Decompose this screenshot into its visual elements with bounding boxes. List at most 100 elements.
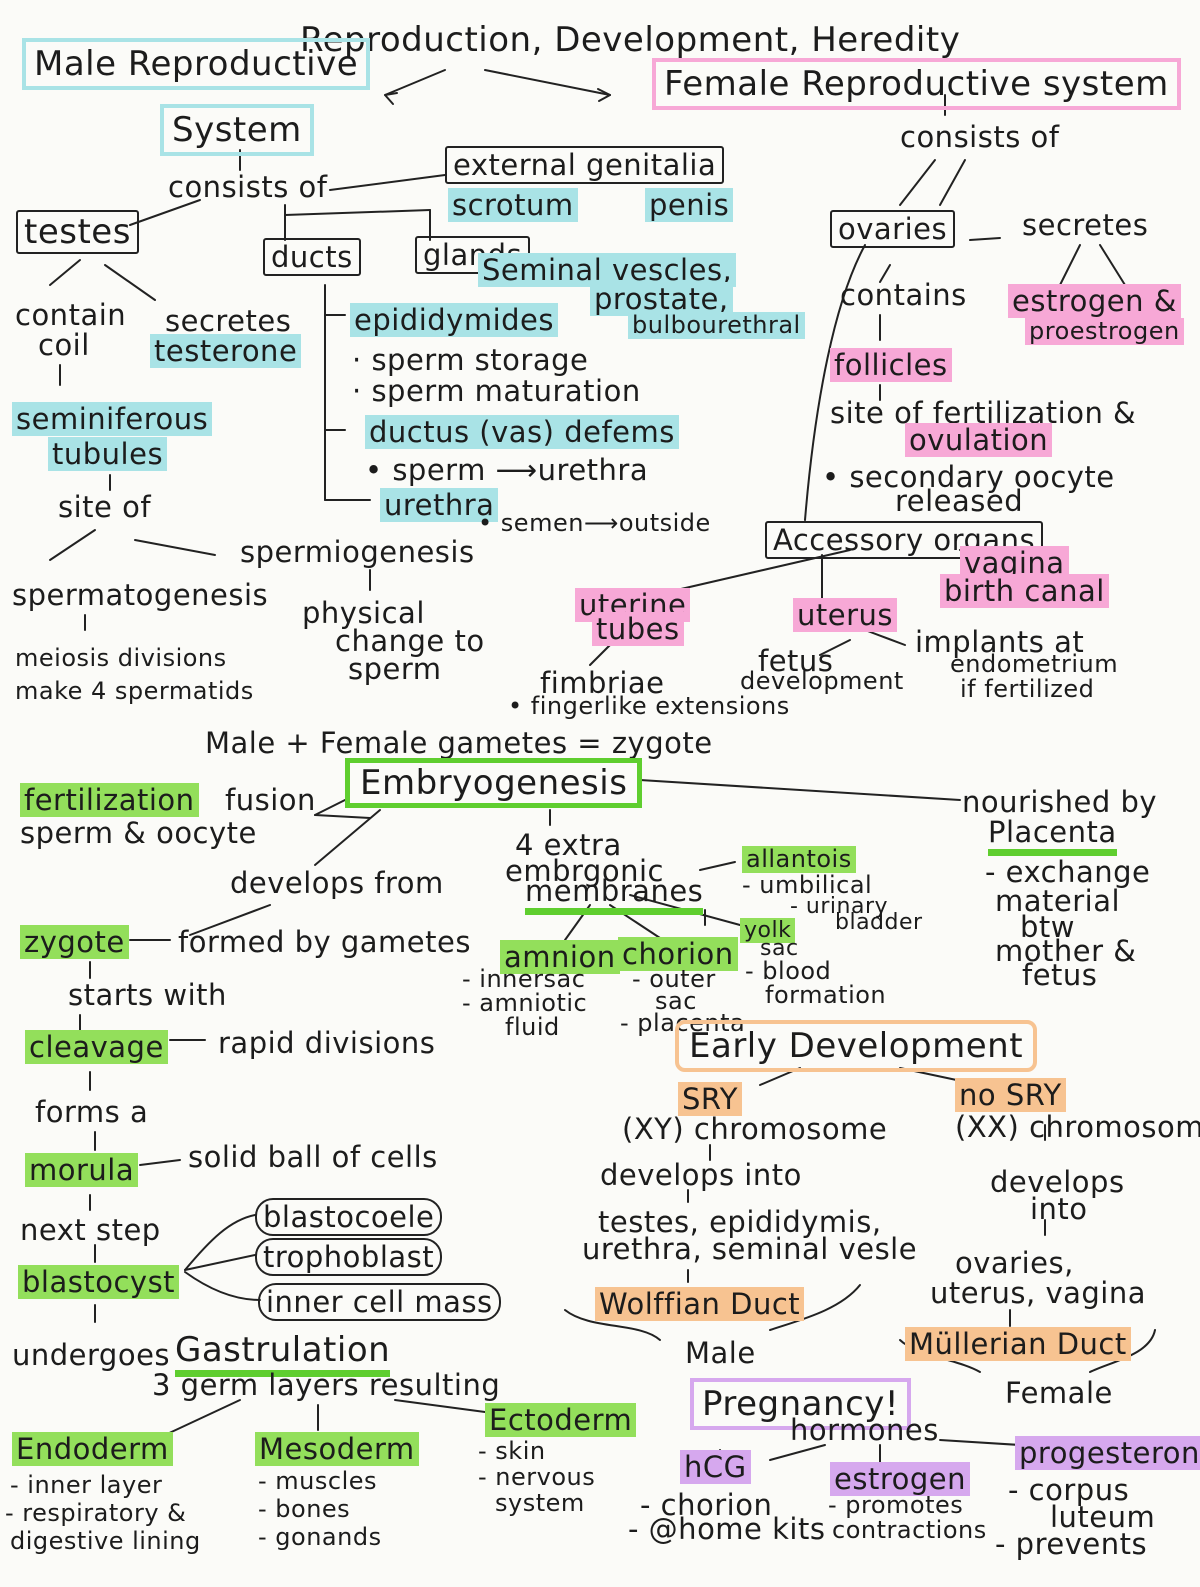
tubules-label: tubules xyxy=(48,437,168,471)
birth-canal-label: birth canal xyxy=(940,574,1109,608)
progesterone-detail-3: - prevents xyxy=(995,1527,1148,1561)
estrogen-detail-1: - promotes xyxy=(828,1491,964,1519)
tubes-label: tubes xyxy=(592,612,684,646)
develops-from-label: develops from xyxy=(230,866,444,900)
progesterone-detail-1: - corpus xyxy=(1008,1473,1130,1507)
sperm-storage-item: · sperm storage xyxy=(352,343,589,377)
wolffian-duct-label: Wolffian Duct xyxy=(595,1287,805,1321)
seminiferous-label: seminiferous xyxy=(12,402,213,436)
ectoderm-detail-1: - skin xyxy=(478,1437,546,1465)
mesoderm-label: Mesoderm xyxy=(255,1432,419,1466)
hcg-label: hCG xyxy=(680,1450,751,1484)
arrow-right-icon: ⟶ xyxy=(583,509,619,537)
seminal-vesicles-label: Seminal vescles, xyxy=(478,253,737,287)
penis-label: penis xyxy=(645,188,734,222)
male-system-heading: Male Reproductive xyxy=(22,38,371,90)
zygote-label: zygote xyxy=(20,925,129,959)
ectoderm-detail-3: system xyxy=(495,1489,585,1517)
ovaries-list-label: ovaries, xyxy=(955,1246,1074,1280)
male-consists-of: consists of xyxy=(168,170,328,204)
no-sry-label: no SRY xyxy=(955,1078,1066,1112)
development-label: development xyxy=(740,667,904,695)
physical-label: physical xyxy=(302,596,425,630)
estrogen-label: estrogen & xyxy=(1008,284,1181,318)
allantois-label: allantois xyxy=(742,846,856,873)
morula-label: morula xyxy=(25,1153,139,1187)
early-development-heading: Early Development xyxy=(675,1020,1038,1072)
ovaries-box: ovaries xyxy=(830,210,956,248)
yolk-sac-label-2: sac xyxy=(760,936,799,961)
ovulation-label: ovulation xyxy=(905,423,1053,457)
trophoblast-bubble: trophoblast xyxy=(255,1238,443,1276)
female-system-heading: Female Reproductive system xyxy=(652,58,1181,110)
mesoderm-detail-2: - bones xyxy=(258,1495,351,1523)
change-to-label: change to xyxy=(335,624,485,658)
site-of-label: site of xyxy=(58,490,152,524)
pregnancy-heading: Pregnancy! xyxy=(690,1378,912,1430)
female-outcome-label: Female xyxy=(1005,1376,1113,1410)
coil-label: coil xyxy=(38,328,90,362)
sperm-oocyte-label: sperm & oocyte xyxy=(20,816,257,850)
ectoderm-detail-2: - nervous xyxy=(478,1463,596,1491)
amnion-detail-1: - innersac xyxy=(462,965,586,993)
germ-layers-label: 3 germ layers resulting xyxy=(152,1368,501,1402)
hcg-detail-2: - @home kits xyxy=(628,1512,826,1546)
secretes-label-female: secretes xyxy=(1022,208,1149,242)
allantois-detail-1: - umbilical xyxy=(742,871,873,899)
if-fertilized-label: if fertilized xyxy=(960,675,1095,703)
progesterone-detail-2: luteum xyxy=(1050,1500,1156,1534)
allantois-detail-3: bladder xyxy=(835,910,923,935)
embryogenesis-heading: Embryogenesis xyxy=(345,758,643,808)
implants-label: implants at xyxy=(915,625,1085,659)
estrogen-detail-2: contractions xyxy=(832,1516,987,1544)
ectoderm-label: Ectoderm xyxy=(485,1403,637,1437)
into-label: into xyxy=(1030,1192,1088,1226)
uterus-list-label: uterus, vagina xyxy=(930,1276,1146,1310)
solid-ball-label: solid ball of cells xyxy=(188,1140,438,1174)
extra-membranes-line3: membranes xyxy=(525,874,704,915)
inner-cell-mass-bubble: inner cell mass xyxy=(258,1283,501,1321)
fingerlike-label: • fingerlike extensions xyxy=(508,692,790,720)
scrotum-label: scrotum xyxy=(448,188,578,222)
urethra-list-label: urethra, seminal vesle xyxy=(582,1232,918,1266)
blastocyst-label: blastocyst xyxy=(18,1265,180,1299)
formed-by-gametes-label: formed by gametes xyxy=(178,925,471,959)
prostate-label: prostate, xyxy=(590,282,733,316)
starts-with-label: starts with xyxy=(68,978,227,1012)
testosterone-label: testerone xyxy=(150,334,302,368)
spermatogenesis-label: spermatogenesis xyxy=(12,578,269,612)
external-genitalia-box: external genitalia xyxy=(445,146,725,184)
hcg-detail-1: - chorion xyxy=(640,1488,773,1522)
placenta-detail-3: btw xyxy=(1020,910,1075,944)
allantois-detail-2: - urinary xyxy=(790,894,889,919)
chorion-detail-1: - outer xyxy=(632,965,716,993)
uterine-label: uterine xyxy=(575,588,691,622)
gametes-zygote-label: Male + Female gametes = zygote xyxy=(205,726,713,760)
ductus-deferens-label: ductus (vas) defems xyxy=(365,415,679,449)
forms-a-label: forms a xyxy=(35,1095,149,1129)
chorion-label: chorion xyxy=(618,937,738,971)
mesoderm-detail-1: - muscles xyxy=(258,1467,378,1495)
secondary-oocyte-label: • secondary oocyte xyxy=(822,460,1115,494)
spermiogenesis-label: spermiogenesis xyxy=(240,535,475,569)
nourished-by-label: nourished by xyxy=(962,785,1158,819)
placenta-detail-1: - exchange xyxy=(985,855,1151,889)
endoderm-label: Endoderm xyxy=(12,1432,173,1466)
contain-label: contain xyxy=(15,298,127,332)
sperm-label: sperm xyxy=(348,652,442,686)
endometrium-label: endometrium xyxy=(950,650,1119,678)
female-consists-of: consists of xyxy=(900,120,1060,154)
endoderm-detail-2: - respiratory & xyxy=(5,1499,187,1527)
mullerian-duct-label: Müllerian Duct xyxy=(905,1327,1131,1361)
meiosis-label: meiosis divisions xyxy=(15,644,227,672)
male-system-heading-line2: System xyxy=(160,104,314,156)
xx-chromosome-label: (XX) chromosome xyxy=(955,1110,1200,1144)
rapid-divisions-label: rapid divisions xyxy=(218,1026,436,1060)
male-outcome-label: Male xyxy=(685,1336,756,1370)
mesoderm-detail-3: - gonands xyxy=(258,1523,382,1551)
placenta-label: Placenta xyxy=(988,815,1117,856)
yolk-detail-2: formation xyxy=(765,981,887,1009)
make-spermatids-label: make 4 spermatids xyxy=(15,677,254,705)
blastocoele-bubble: blastocoele xyxy=(255,1198,443,1236)
